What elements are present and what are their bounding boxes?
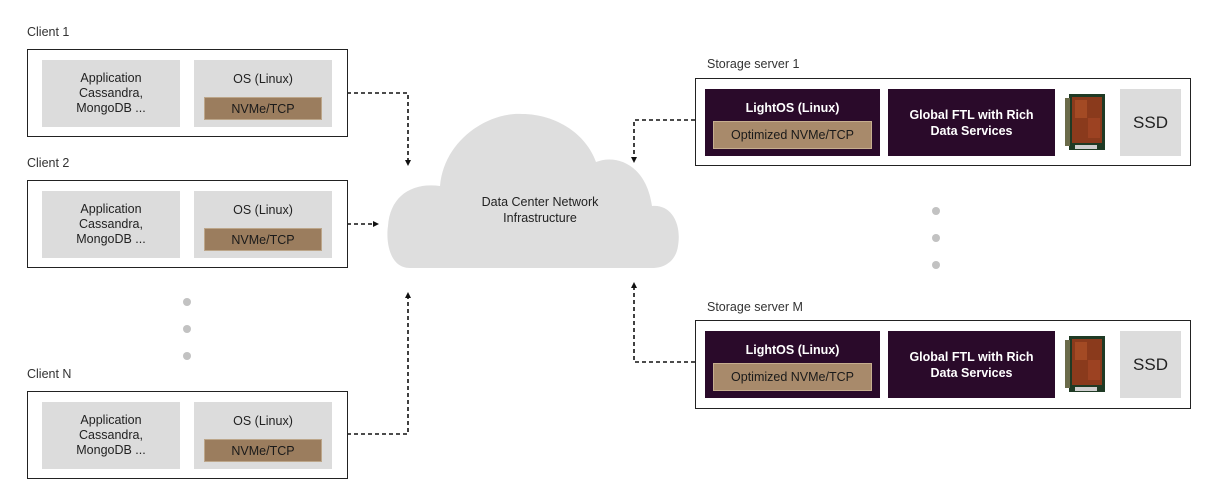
lightos-title: LightOS (Linux) xyxy=(745,101,840,115)
client-2-app-box: Application Cassandra, MongoDB ... xyxy=(42,191,180,258)
ellipsis-dot xyxy=(183,352,191,360)
ellipsis-dot xyxy=(932,261,940,269)
connector-server-m xyxy=(631,282,695,363)
app-line-1: Application xyxy=(80,413,142,427)
server-1-ssd: SSD xyxy=(1120,89,1181,156)
client-n-app-box: Application Cassandra, MongoDB ... xyxy=(42,402,180,469)
optimized-nvme-tcp-bar: Optimized NVMe/TCP xyxy=(713,121,872,149)
client-2-os-box: OS (Linux) NVMe/TCP xyxy=(194,191,332,258)
client-1-os-box: OS (Linux) NVMe/TCP xyxy=(194,60,332,127)
client-2-label: Client 2 xyxy=(27,156,70,170)
app-line-2: Cassandra, xyxy=(79,86,143,100)
ftl-line-1: Global FTL with Rich xyxy=(909,349,1034,364)
ftl-line-1: Global FTL with Rich xyxy=(909,107,1034,122)
client-1-app-box: Application Cassandra, MongoDB ... xyxy=(42,60,180,127)
server-m-ssd: SSD xyxy=(1120,331,1181,398)
app-line-1: Application xyxy=(80,202,142,216)
server-1-ftl-box: Global FTL with Rich Data Services xyxy=(888,89,1055,156)
nvme-tcp-bar: NVMe/TCP xyxy=(204,439,322,462)
client-1-box: Application Cassandra, MongoDB ... OS (L… xyxy=(27,49,348,137)
ftl-line-2: Data Services xyxy=(930,365,1013,380)
ellipsis-dot xyxy=(932,207,940,215)
app-line-3: MongoDB ... xyxy=(76,443,146,457)
connector-client-1 xyxy=(347,92,411,166)
app-line-3: MongoDB ... xyxy=(76,101,146,115)
connector-server-1 xyxy=(631,119,695,163)
client-n-box: Application Cassandra, MongoDB ... OS (L… xyxy=(27,391,348,479)
ftl-line-2: Data Services xyxy=(930,123,1013,138)
lightos-title: LightOS (Linux) xyxy=(745,343,840,357)
client-n-label: Client N xyxy=(27,367,72,381)
network-cloud-label: Data Center Network Infrastructure xyxy=(440,194,640,226)
server-m-ftl-box: Global FTL with Rich Data Services xyxy=(888,331,1055,398)
network-line-2: Infrastructure xyxy=(503,211,577,225)
app-line-2: Cassandra, xyxy=(79,428,143,442)
server-1-box: LightOS (Linux) Optimized NVMe/TCP Globa… xyxy=(695,78,1191,166)
os-title: OS (Linux) xyxy=(233,203,293,217)
server-m-lightos-box: LightOS (Linux) Optimized NVMe/TCP xyxy=(705,331,880,398)
os-title: OS (Linux) xyxy=(233,72,293,86)
ellipsis-dot xyxy=(183,325,191,333)
pcie-card-icon xyxy=(1065,94,1105,150)
ellipsis-dot xyxy=(932,234,940,242)
network-cloud xyxy=(387,113,679,268)
app-line-2: Cassandra, xyxy=(79,217,143,231)
pcie-card-icon xyxy=(1065,336,1105,392)
client-n-os-box: OS (Linux) NVMe/TCP xyxy=(194,402,332,469)
client-2-box: Application Cassandra, MongoDB ... OS (L… xyxy=(27,180,348,268)
app-line-3: MongoDB ... xyxy=(76,232,146,246)
optimized-nvme-tcp-bar: Optimized NVMe/TCP xyxy=(713,363,872,391)
os-title: OS (Linux) xyxy=(233,414,293,428)
ellipsis-dot xyxy=(183,298,191,306)
server-m-label: Storage server M xyxy=(707,300,803,314)
client-1-label: Client 1 xyxy=(27,25,70,39)
server-1-label: Storage server 1 xyxy=(707,57,800,71)
server-m-box: LightOS (Linux) Optimized NVMe/TCP Globa… xyxy=(695,320,1191,409)
app-line-1: Application xyxy=(80,71,142,85)
nvme-tcp-bar: NVMe/TCP xyxy=(204,97,322,120)
connector-client-n xyxy=(347,292,411,435)
nvme-tcp-bar: NVMe/TCP xyxy=(204,228,322,251)
network-line-1: Data Center Network xyxy=(481,195,599,209)
server-1-lightos-box: LightOS (Linux) Optimized NVMe/TCP xyxy=(705,89,880,156)
